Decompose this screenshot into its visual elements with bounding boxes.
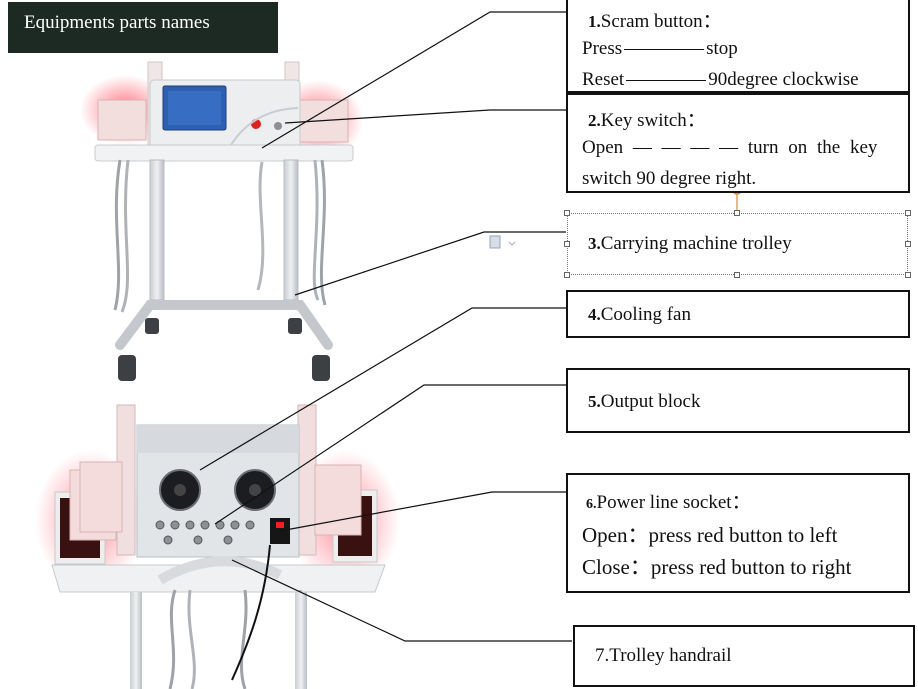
resize-handle-sw[interactable] [564, 272, 570, 278]
part-2-title: Key switch： [600, 110, 706, 131]
part-5-title: Output block [600, 391, 701, 412]
header-title: Equipments parts names [8, 2, 278, 53]
part-4-number: 4. [588, 305, 601, 324]
part-1-line2-right: 90degree clockwise [708, 69, 859, 90]
top-machine [80, 61, 363, 381]
part-1-number: 1. [588, 12, 601, 31]
part-1-box: 1.Scram button： Press stop Reset 90degree … [566, 0, 910, 93]
part-1-line1-left: Press [582, 38, 623, 59]
part-6-title: Power line socket： [596, 492, 751, 513]
resize-handle-e[interactable] [905, 241, 911, 247]
part-2-box: 2.Key switch： Open — — — — turn on the k… [566, 93, 910, 193]
resize-handle-se[interactable] [905, 272, 911, 278]
part-7-box: 7.Trolley handrail [573, 625, 915, 687]
resize-handle-w[interactable] [564, 241, 570, 247]
resize-handle-ne[interactable] [905, 210, 911, 216]
bottom-machine [35, 404, 400, 689]
part-2-line2: switch 90 degree right. [582, 168, 757, 189]
part-7-title: Trolley handrail [609, 645, 732, 666]
key-switch-knob [274, 122, 282, 130]
part-6-box: 6.Power line socket： Open：press red butt… [566, 473, 910, 593]
part-1-line1-right: stop [706, 38, 738, 59]
resize-handle-s[interactable] [734, 272, 740, 278]
part-6-number: 6. [586, 497, 597, 512]
part-2-number: 2. [588, 111, 601, 130]
part-5-box: 5.Output block [566, 368, 910, 433]
part-3-title: Carrying machine trolley [600, 233, 792, 254]
part-6-line2: Close：press red button to right [582, 555, 852, 579]
part-4-box: 4.Cooling fan [566, 290, 910, 338]
part-3-box[interactable]: 3.Carrying machine trolley [567, 213, 908, 275]
part-7-number: 7. [595, 645, 610, 666]
resize-handle-n[interactable] [734, 210, 740, 216]
part-6-line1: Open：press red button to left [582, 523, 838, 547]
leader-lines [199, 11, 572, 642]
part-1-title: Scram button： [600, 11, 722, 32]
part-1-line2-left: Reset [582, 69, 625, 90]
part-5-number: 5. [588, 392, 601, 411]
document-icon [489, 235, 516, 249]
part-4-title: Cooling fan [600, 304, 691, 325]
resize-handle-nw[interactable] [564, 210, 570, 216]
part-2-line1: Open — — — — turn on the key [582, 137, 878, 158]
part-3-number: 3. [588, 234, 601, 253]
